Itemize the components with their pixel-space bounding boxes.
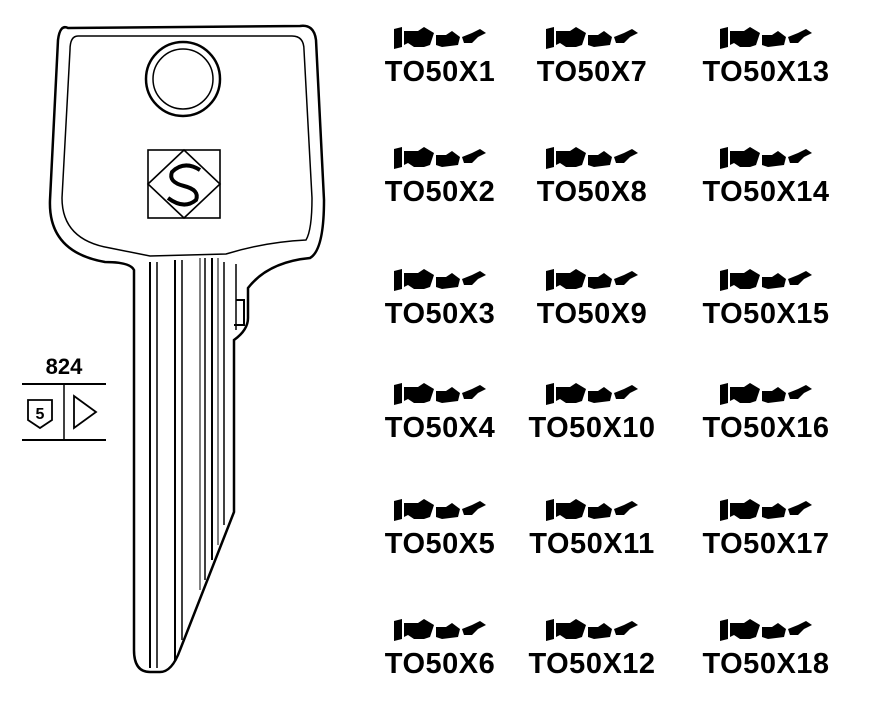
profile-code-label: TO50X8 xyxy=(536,176,648,208)
key-head-inner xyxy=(61,35,313,257)
profile-item: TO50X11 xyxy=(502,492,682,592)
profile-code-label: TO50X12 xyxy=(528,648,656,680)
profile-item: TO50X3 xyxy=(350,262,530,362)
profile-item: TO50X1 xyxy=(350,20,530,120)
profile-item: TO50X5 xyxy=(350,492,530,592)
key-profile-section-icon xyxy=(546,383,638,405)
profile-item: TO50X12 xyxy=(502,612,682,712)
profile-item: TO50X15 xyxy=(676,262,856,362)
key-profile-section-icon xyxy=(720,27,812,49)
key-profile-section-icon xyxy=(394,147,486,169)
profile-code-label: TO50X10 xyxy=(528,412,656,444)
key-blank-drawing xyxy=(48,24,326,674)
profile-code-label: TO50X17 xyxy=(702,528,830,560)
profile-code-label: TO50X15 xyxy=(702,298,830,330)
key-profile-section-icon xyxy=(394,499,486,521)
blade-grooves xyxy=(149,258,237,668)
key-profile-section-icon xyxy=(546,27,638,49)
profile-code-label: TO50X9 xyxy=(536,298,648,330)
profile-item: TO50X6 xyxy=(350,612,530,712)
profile-item: TO50X10 xyxy=(502,376,682,476)
key-profile-section-icon xyxy=(720,499,812,521)
profile-code-label: TO50X11 xyxy=(529,528,655,560)
profile-code-label: TO50X5 xyxy=(384,528,496,560)
play-triangle-icon xyxy=(73,394,98,430)
key-profile-section-icon xyxy=(394,27,486,49)
key-profile-section-icon xyxy=(720,269,812,291)
key-profile-section-icon xyxy=(720,619,812,641)
profile-item: TO50X16 xyxy=(676,376,856,476)
key-profile-section-icon xyxy=(394,383,486,405)
profile-code-label: TO50X7 xyxy=(536,56,648,88)
spec-box: 5 xyxy=(22,383,106,441)
profile-code-label: TO50X4 xyxy=(384,412,496,444)
profile-code-label: TO50X13 xyxy=(702,56,830,88)
profile-code-label: TO50X1 xyxy=(384,56,496,88)
pin-count: 5 xyxy=(36,406,45,423)
profile-item: TO50X9 xyxy=(502,262,682,362)
key-profile-section-icon xyxy=(546,499,638,521)
profile-code-label: TO50X18 xyxy=(702,648,830,680)
key-profile-section-icon xyxy=(720,383,812,405)
profile-code-label: TO50X16 xyxy=(702,412,830,444)
profile-code-label: TO50X3 xyxy=(384,298,496,330)
key-hole-inner xyxy=(152,48,214,110)
profile-item: TO50X13 xyxy=(676,20,856,120)
key-hole-outer xyxy=(144,40,222,118)
profile-item: TO50X8 xyxy=(502,140,682,240)
key-head-outline xyxy=(48,24,326,674)
profile-code-label: TO50X14 xyxy=(702,176,830,208)
profile-item: TO50X7 xyxy=(502,20,682,120)
shoulder-stop xyxy=(234,299,245,326)
key-profile-section-icon xyxy=(394,619,486,641)
key-profile-section-icon xyxy=(394,269,486,291)
profile-code-label: TO50X6 xyxy=(384,648,496,680)
profile-item: TO50X18 xyxy=(676,612,856,712)
reference-number: 824 xyxy=(45,354,83,379)
s-diamond-logo-icon xyxy=(146,148,222,220)
profile-item: TO50X2 xyxy=(350,140,530,240)
key-profile-section-icon xyxy=(546,147,638,169)
profile-item: TO50X4 xyxy=(350,376,530,476)
shield-badge-icon xyxy=(27,399,53,430)
profile-item: TO50X14 xyxy=(676,140,856,240)
key-profile-section-icon xyxy=(720,147,812,169)
key-profile-section-icon xyxy=(546,269,638,291)
profile-code-label: TO50X2 xyxy=(384,176,496,208)
key-profile-section-icon xyxy=(546,619,638,641)
profile-item: TO50X17 xyxy=(676,492,856,592)
